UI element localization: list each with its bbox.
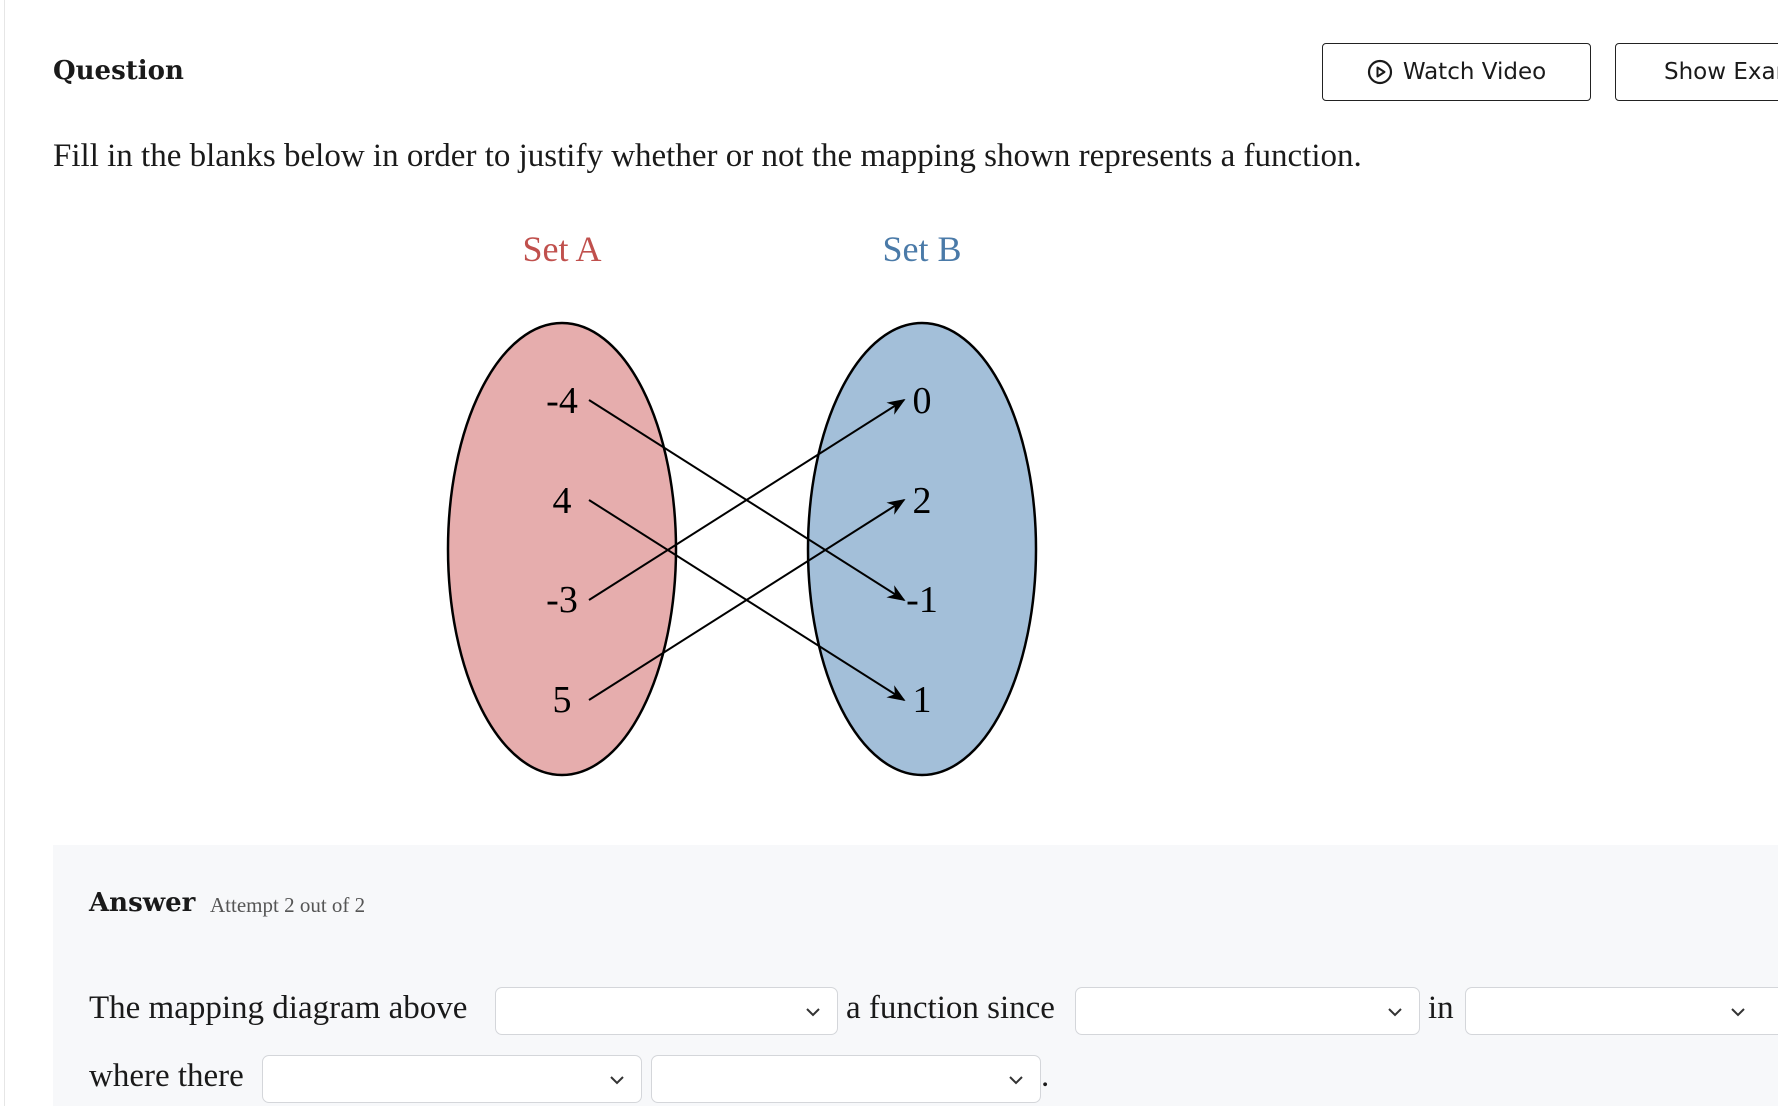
set-b-oval	[806, 321, 1038, 777]
mapping-diagram: Set A Set B -4 4 -3 5 0 2 -1 1	[446, 229, 1038, 777]
chevron-down-icon	[609, 1072, 625, 1088]
chevron-down-icon	[805, 1004, 821, 1020]
watch-video-button[interactable]: Watch Video	[1322, 43, 1591, 101]
detail-select[interactable]	[651, 1055, 1041, 1103]
show-example-label: Show Exam	[1664, 59, 1778, 85]
set-a-element: -4	[546, 380, 578, 422]
mapping-arrow	[588, 399, 906, 601]
chevron-down-icon	[1008, 1072, 1024, 1088]
set-a-element: 4	[553, 480, 572, 522]
set-b-element: 0	[913, 380, 932, 422]
watch-video-label: Watch Video	[1402, 59, 1547, 85]
set-b-element: 1	[913, 679, 932, 721]
set-a-element: -3	[546, 579, 578, 621]
set-a-oval	[446, 321, 678, 777]
set-a-element: 5	[553, 679, 572, 721]
answer-label: Answer	[89, 888, 196, 918]
chevron-down-icon	[1387, 1004, 1403, 1020]
set-select[interactable]	[1465, 987, 1778, 1035]
chevron-down-icon	[1730, 1004, 1746, 1020]
show-example-button[interactable]: Show Exam	[1615, 43, 1778, 101]
sentence-text: in	[1428, 990, 1454, 1026]
quantity-select[interactable]	[262, 1055, 642, 1103]
page-left-border	[4, 0, 5, 1106]
mapping-arrow	[588, 499, 906, 701]
question-prompt: Fill in the blanks below in order to jus…	[53, 138, 1362, 174]
sentence-text: The mapping diagram above	[89, 990, 468, 1026]
play-circle-icon	[1367, 59, 1393, 85]
is-function-select[interactable]	[495, 987, 838, 1035]
sentence-text: a function since	[846, 990, 1055, 1026]
question-label: Question	[53, 56, 184, 86]
set-b-element: -1	[906, 579, 938, 621]
attempt-counter: Attempt 2 out of 2	[210, 893, 366, 917]
set-b-title: Set B	[882, 229, 961, 269]
set-b-element: 2	[913, 480, 932, 522]
sentence-text: .	[1041, 1058, 1050, 1094]
sentence-text: where there	[89, 1058, 244, 1094]
set-a-title: Set A	[522, 229, 601, 269]
reason-select[interactable]	[1075, 987, 1420, 1035]
